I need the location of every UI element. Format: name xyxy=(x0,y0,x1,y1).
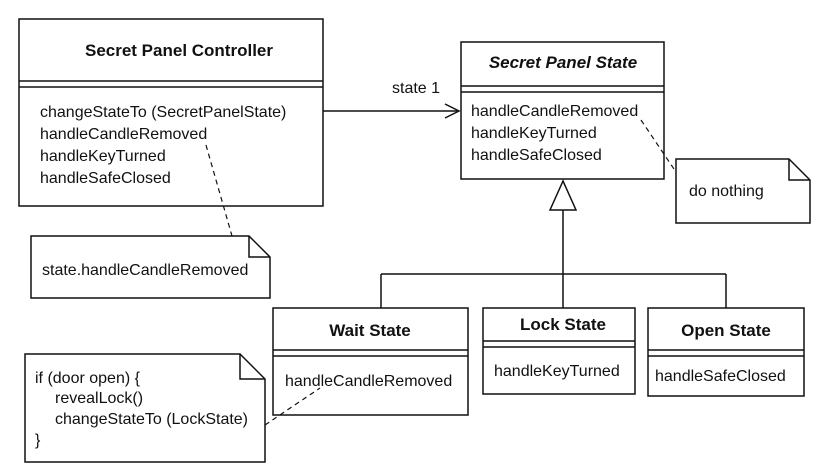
note-controller: state.handleCandleRemoved xyxy=(30,144,271,299)
note-text: if (door open) { xyxy=(35,370,141,387)
note-text: do nothing xyxy=(689,183,764,200)
controller-operation: handleCandleRemoved xyxy=(40,126,207,143)
state-class-title: Secret Panel State xyxy=(489,53,637,72)
lock-state-operation: handleKeyTurned xyxy=(494,363,620,380)
open-state-class: Open State handleSafeClosed xyxy=(647,307,805,397)
note-fold-icon xyxy=(248,236,270,258)
controller-operation: handleKeyTurned xyxy=(40,148,166,165)
note-fold-icon xyxy=(788,159,810,181)
note-box xyxy=(24,353,266,463)
note-text: revealLock() xyxy=(55,390,143,407)
inheritance-triangle-icon xyxy=(548,179,578,211)
note-wait-state: if (door open) { revealLock() changeStat… xyxy=(24,353,321,463)
wait-state-title: Wait State xyxy=(329,321,411,340)
state-operation: handleKeyTurned xyxy=(471,125,597,142)
wait-state-class: Wait State handleCandleRemoved xyxy=(272,307,469,416)
note-anchor-line xyxy=(205,144,233,237)
open-state-box xyxy=(647,307,805,397)
state-class-box xyxy=(460,41,665,180)
controller-class-title: Secret Panel Controller xyxy=(85,41,273,60)
note-text: state.handleCandleRemoved xyxy=(42,262,248,279)
controller-class-box xyxy=(18,18,324,207)
state-association: state 1 xyxy=(323,80,461,119)
association-label: state 1 xyxy=(392,80,440,97)
note-anchor-line xyxy=(640,119,677,173)
state-class: Secret Panel State handleCandleRemoved h… xyxy=(460,41,665,180)
open-state-title: Open State xyxy=(681,321,771,340)
note-text: changeStateTo (LockState) xyxy=(55,411,248,428)
note-do-nothing: do nothing xyxy=(640,119,811,224)
open-state-operation: handleSafeClosed xyxy=(655,368,786,385)
controller-class: Secret Panel Controller changeStateTo (S… xyxy=(18,18,324,207)
note-text: } xyxy=(35,432,41,449)
note-box xyxy=(30,235,271,299)
state-operation: handleSafeClosed xyxy=(471,147,602,164)
state-operation: handleCandleRemoved xyxy=(471,103,638,120)
note-anchor-line xyxy=(264,387,321,426)
lock-state-box xyxy=(482,307,636,395)
wait-state-operation: handleCandleRemoved xyxy=(285,373,452,390)
controller-operation: changeStateTo (SecretPanelState) xyxy=(40,104,286,121)
association-arrowhead-icon xyxy=(444,103,461,119)
note-box xyxy=(675,158,811,224)
controller-operation: handleSafeClosed xyxy=(40,170,171,187)
lock-state-title: Lock State xyxy=(520,315,606,334)
note-fold-icon xyxy=(239,354,265,380)
generalization xyxy=(380,179,727,308)
lock-state-class: Lock State handleKeyTurned xyxy=(482,307,636,395)
